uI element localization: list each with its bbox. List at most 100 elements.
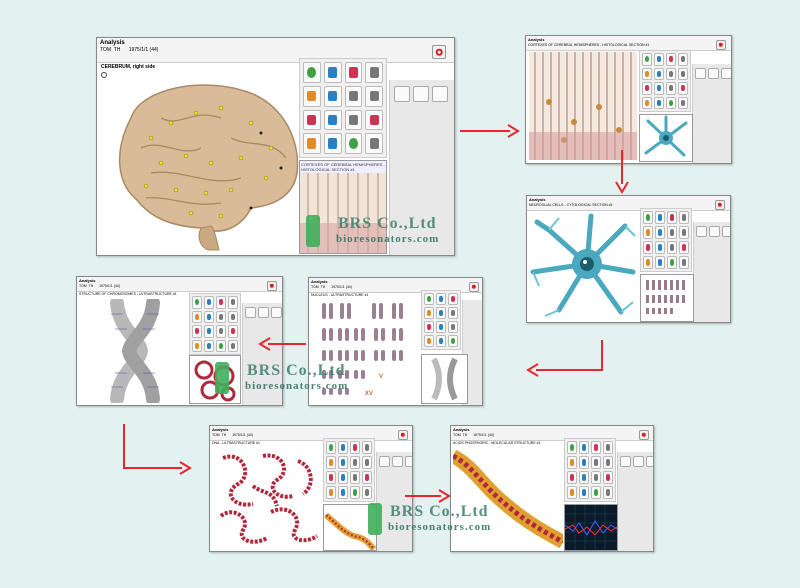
side-button[interactable] bbox=[394, 86, 410, 102]
power-icon[interactable] bbox=[715, 200, 725, 210]
tool-button[interactable] bbox=[344, 62, 363, 83]
thumbnail-chromosome[interactable] bbox=[421, 354, 468, 404]
side-button[interactable] bbox=[245, 307, 256, 318]
tool-button[interactable] bbox=[448, 307, 458, 319]
tool-button[interactable] bbox=[228, 325, 238, 338]
tool-button[interactable] bbox=[216, 310, 226, 323]
tool-button[interactable] bbox=[654, 82, 664, 95]
tool-button[interactable] bbox=[654, 96, 664, 109]
tool-button[interactable] bbox=[303, 109, 321, 131]
tool-button[interactable] bbox=[228, 310, 238, 323]
tool-button[interactable] bbox=[666, 96, 676, 109]
tool-button[interactable] bbox=[603, 441, 613, 454]
tool-button[interactable] bbox=[344, 133, 363, 154]
tool-button[interactable] bbox=[323, 62, 342, 83]
tool-button[interactable] bbox=[350, 456, 360, 469]
side-button[interactable] bbox=[709, 226, 720, 237]
tool-button[interactable] bbox=[228, 296, 238, 309]
tool-button[interactable] bbox=[436, 335, 446, 347]
tool-button[interactable] bbox=[579, 441, 589, 454]
tool-button[interactable] bbox=[642, 67, 652, 80]
power-icon[interactable] bbox=[432, 45, 446, 59]
tool-button[interactable] bbox=[192, 296, 202, 309]
tool-button[interactable] bbox=[424, 335, 434, 347]
tool-button[interactable] bbox=[303, 85, 321, 107]
tool-button[interactable] bbox=[643, 241, 653, 254]
tool-button[interactable] bbox=[204, 310, 214, 323]
thumbnail-neuron[interactable] bbox=[639, 114, 693, 162]
tool-button[interactable] bbox=[350, 441, 360, 454]
power-icon[interactable] bbox=[716, 40, 726, 50]
tool-button[interactable] bbox=[350, 471, 360, 484]
side-button[interactable] bbox=[413, 86, 429, 102]
letter-i-icon[interactable] bbox=[432, 86, 448, 102]
tool-button[interactable] bbox=[567, 441, 577, 454]
tool-button[interactable] bbox=[643, 211, 653, 224]
tool-button[interactable] bbox=[192, 339, 202, 352]
tool-button[interactable] bbox=[666, 53, 676, 66]
tool-button[interactable] bbox=[667, 211, 677, 224]
side-button[interactable] bbox=[620, 456, 631, 467]
tool-button[interactable] bbox=[679, 256, 689, 269]
side-button[interactable] bbox=[633, 456, 644, 467]
power-icon[interactable] bbox=[267, 281, 277, 291]
letter-i-icon[interactable] bbox=[722, 226, 730, 237]
tool-button[interactable] bbox=[679, 241, 689, 254]
thumbnail-histology[interactable]: CORTEXES OF CEREBRAL HEMISPHERES - HISTO… bbox=[299, 160, 387, 254]
tool-button[interactable] bbox=[567, 456, 577, 469]
tool-button[interactable] bbox=[323, 109, 342, 131]
tool-button[interactable] bbox=[655, 226, 665, 239]
side-button[interactable] bbox=[696, 226, 707, 237]
tool-button[interactable] bbox=[666, 82, 676, 95]
tool-button[interactable] bbox=[350, 486, 360, 499]
power-icon[interactable] bbox=[639, 430, 649, 440]
tool-button[interactable] bbox=[603, 456, 613, 469]
tool-button[interactable] bbox=[338, 486, 348, 499]
tool-button[interactable] bbox=[326, 471, 336, 484]
letter-i-icon[interactable] bbox=[405, 456, 412, 467]
tool-button[interactable] bbox=[678, 82, 688, 95]
tool-button[interactable] bbox=[344, 109, 363, 131]
tool-button[interactable] bbox=[338, 471, 348, 484]
tool-button[interactable] bbox=[216, 296, 226, 309]
power-icon[interactable] bbox=[469, 282, 479, 292]
letter-i-icon[interactable] bbox=[721, 68, 731, 79]
thumbnail-chromosomes[interactable] bbox=[640, 274, 694, 322]
letter-i-icon[interactable] bbox=[646, 456, 653, 467]
tool-button[interactable] bbox=[338, 456, 348, 469]
tool-button[interactable] bbox=[603, 486, 613, 499]
search-icon[interactable] bbox=[101, 72, 107, 78]
tool-button[interactable] bbox=[579, 456, 589, 469]
tool-button[interactable] bbox=[204, 296, 214, 309]
tool-button[interactable] bbox=[362, 456, 372, 469]
tool-button[interactable] bbox=[667, 226, 677, 239]
side-button[interactable] bbox=[258, 307, 269, 318]
tool-button[interactable] bbox=[338, 441, 348, 454]
tool-button[interactable] bbox=[424, 307, 434, 319]
tool-button[interactable] bbox=[204, 339, 214, 352]
tool-button[interactable] bbox=[579, 486, 589, 499]
side-button[interactable] bbox=[379, 456, 390, 467]
tool-button[interactable] bbox=[362, 486, 372, 499]
tool-button[interactable] bbox=[448, 293, 458, 305]
tool-button[interactable] bbox=[365, 62, 383, 83]
tool-button[interactable] bbox=[365, 133, 383, 154]
tool-button[interactable] bbox=[579, 471, 589, 484]
tool-button[interactable] bbox=[667, 256, 677, 269]
tool-button[interactable] bbox=[666, 67, 676, 80]
tool-button[interactable] bbox=[436, 307, 446, 319]
tool-button[interactable] bbox=[424, 293, 434, 305]
letter-i-icon[interactable] bbox=[271, 307, 282, 318]
side-button[interactable] bbox=[695, 68, 706, 79]
tool-button[interactable] bbox=[362, 471, 372, 484]
tool-button[interactable] bbox=[591, 456, 601, 469]
tool-button[interactable] bbox=[326, 486, 336, 499]
tool-button[interactable] bbox=[365, 109, 383, 131]
tool-button[interactable] bbox=[216, 325, 226, 338]
tool-button[interactable] bbox=[448, 335, 458, 347]
tool-button[interactable] bbox=[654, 53, 664, 66]
power-icon[interactable] bbox=[398, 430, 408, 440]
tool-button[interactable] bbox=[326, 441, 336, 454]
thumbnail-helix[interactable] bbox=[323, 504, 377, 551]
tool-button[interactable] bbox=[567, 486, 577, 499]
